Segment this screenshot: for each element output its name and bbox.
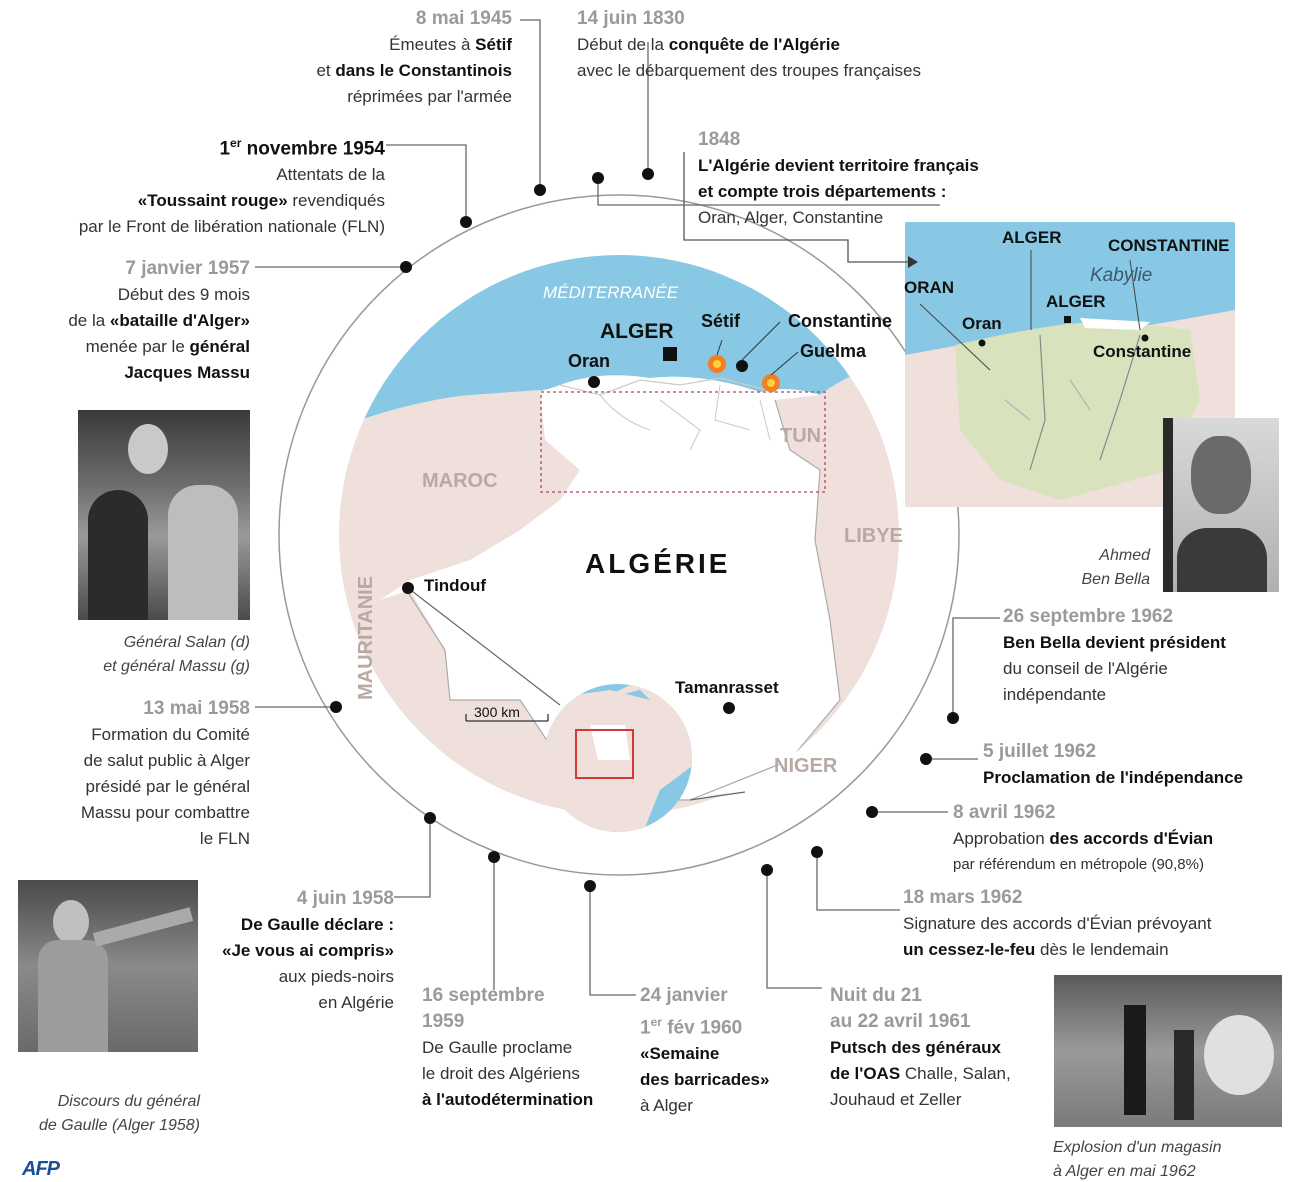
inset-city-constantine: Constantine <box>1093 342 1192 361</box>
photo-ben-bella <box>1163 418 1279 592</box>
event-date: 16 septembre <box>422 985 545 1006</box>
event-date: 7 janvier 1957 <box>125 258 250 279</box>
event-date: 26 septembre 1962 <box>1003 606 1174 627</box>
event-1962-septembre: 26 septembre 1962 Ben Bella devient prés… <box>1003 606 1226 704</box>
event-date: 18 mars 1962 <box>903 887 1023 908</box>
oran-marker <box>588 376 600 388</box>
neighbor-niger: NIGER <box>774 755 838 777</box>
event-date: 24 janvier <box>640 985 728 1006</box>
neighbor-tunisie: TUN. <box>780 425 827 447</box>
event-date: 14 juin 1830 <box>577 8 685 29</box>
event-date: 5 juillet 1962 <box>983 741 1097 762</box>
event-date: 8 avril 1962 <box>953 802 1056 823</box>
event-date: 4 juin 1958 <box>296 888 394 909</box>
neighbor-mauritanie: MAURITANIE <box>355 575 377 700</box>
scale-bar <box>465 714 549 722</box>
event-1962-avril: 8 avril 1962 Approbation des accords d'É… <box>953 802 1214 873</box>
caption-salan-massu: Général Salan (d)et général Massu (g) <box>103 634 250 675</box>
city-constantine: Constantine <box>788 311 893 331</box>
event-date: 13 mai 1958 <box>143 698 250 719</box>
event-date: Nuit du 21 <box>830 985 922 1006</box>
event-1957: 7 janvier 1957 Début des 9 mois de la «b… <box>68 258 250 382</box>
constantine-marker <box>736 360 748 372</box>
event-date: 1848 <box>698 129 741 150</box>
capital-label: ALGER <box>600 320 674 343</box>
inset-dept-alger: ALGER <box>1002 228 1062 247</box>
city-tindouf: Tindouf <box>424 576 486 595</box>
scale-label: 300 km <box>474 704 520 720</box>
inset-dept-oran: ORAN <box>904 278 955 297</box>
country-label: ALGÉRIE <box>585 548 731 579</box>
alger-marker <box>663 347 677 361</box>
event-1958-juin: 4 juin 1958 De Gaulle déclare : «Je vous… <box>222 888 394 1012</box>
event-1830: 14 juin 1830 Début de la conquête de l'A… <box>577 8 921 80</box>
event-1961: Nuit du 21 au 22 avril 1961 Putsch des g… <box>830 985 1011 1109</box>
neighbor-libye: LIBYE <box>844 525 903 547</box>
event-1962-juillet: 5 juillet 1962 Proclamation de l'indépen… <box>983 741 1244 787</box>
sea-label: MÉDITERRANÉE <box>543 283 679 302</box>
event-1945: 8 mai 1945 Émeutes à Sétif et dans le Co… <box>316 8 512 106</box>
event-1962-mars: 18 mars 1962 Signature des accords d'Évi… <box>903 887 1212 959</box>
morocco-area <box>339 390 580 620</box>
afp-logo: AFP <box>22 1158 60 1180</box>
event-1848: 1848 L'Algérie devient territoire frança… <box>698 129 979 227</box>
city-guelma: Guelma <box>800 341 867 361</box>
event-date: 1er novembre 1954 <box>219 136 385 160</box>
photo-de-gaulle <box>18 880 198 1052</box>
event-1960: 24 janvier 1er fév 1960 «Semaine des bar… <box>640 985 770 1116</box>
event-1958-mai: 13 mai 1958 Formation du Comité de salut… <box>80 698 250 848</box>
city-tamanrasset: Tamanrasset <box>675 678 779 697</box>
tindouf-marker <box>402 582 414 594</box>
city-setif: Sétif <box>701 311 741 331</box>
neighbor-maroc: MAROC <box>422 470 498 492</box>
inset-dept-constantine: CONSTANTINE <box>1108 236 1230 255</box>
inset-region-kabylie: Kabylie <box>1090 265 1153 286</box>
event-1954: 1er novembre 1954 Attentats de la «Touss… <box>79 130 385 240</box>
photo-salan-massu <box>78 410 250 620</box>
inset-map <box>905 222 1235 507</box>
fire-icon <box>708 355 726 373</box>
event-date: 8 mai 1945 <box>415 8 512 29</box>
city-oran: Oran <box>568 351 611 371</box>
tamanrasset-marker <box>723 702 735 714</box>
inset-city-alger: ALGER <box>1046 292 1106 311</box>
inset-city-oran: Oran <box>962 314 1002 333</box>
timeline-circle <box>278 194 960 876</box>
event-1959: 16 septembre 1959 De Gaulle proclame le … <box>422 985 594 1109</box>
photo-explosion <box>1054 975 1282 1127</box>
fire-icon <box>762 374 780 392</box>
